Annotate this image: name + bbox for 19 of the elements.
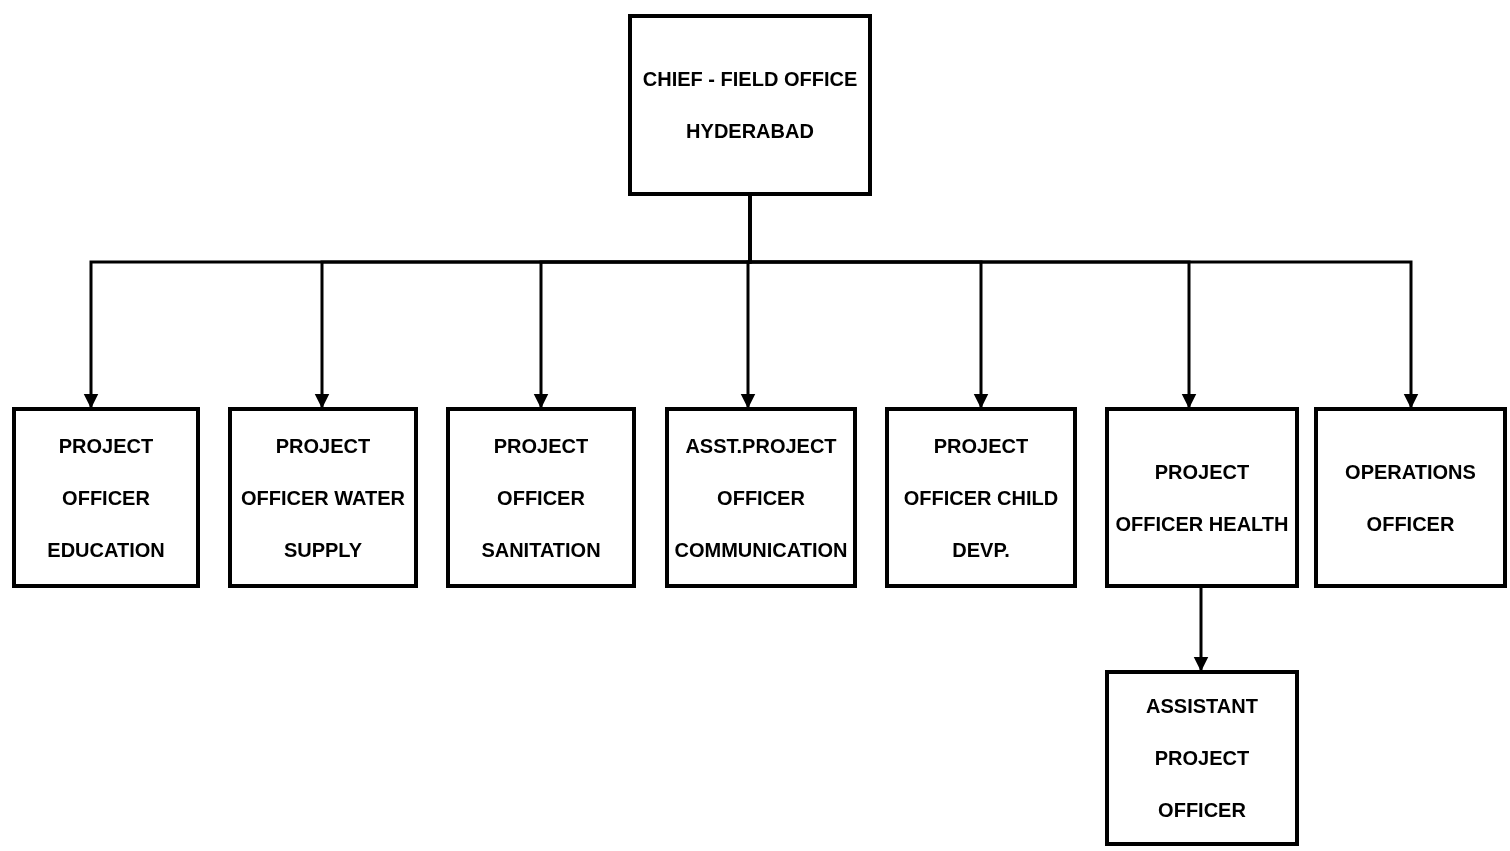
box-title: CHIEF - FIELD OFFICE HYDERABAD — [641, 67, 859, 144]
org-box — [1105, 670, 1299, 846]
box-title: OPERATIONS OFFICER — [1344, 459, 1477, 537]
box-title: PROJECT OFFICER EDUCATION — [46, 433, 166, 563]
org-box — [446, 407, 636, 588]
box-title: PROJECT OFFICER CHILD DEVP. — [902, 433, 1060, 563]
org-box — [885, 407, 1077, 588]
box-title: PROJECT OFFICER WATER SUPPLY — [239, 433, 407, 563]
org-box — [12, 407, 200, 588]
box-title: ASSISTANT PROJECT OFFICER — [1145, 694, 1259, 823]
box-title: PROJECT OFFICER SANITATION — [480, 433, 602, 563]
org-box — [1105, 407, 1299, 588]
org-box — [228, 407, 418, 588]
box-title: ASST.PROJECT OFFICER COMMUNICATION — [673, 433, 849, 563]
box-title: PROJECT OFFICER HEALTH — [1114, 459, 1290, 537]
arrow — [1193, 588, 1209, 672]
org-box — [1314, 407, 1507, 588]
org-box — [628, 14, 872, 196]
org-box — [665, 407, 857, 588]
